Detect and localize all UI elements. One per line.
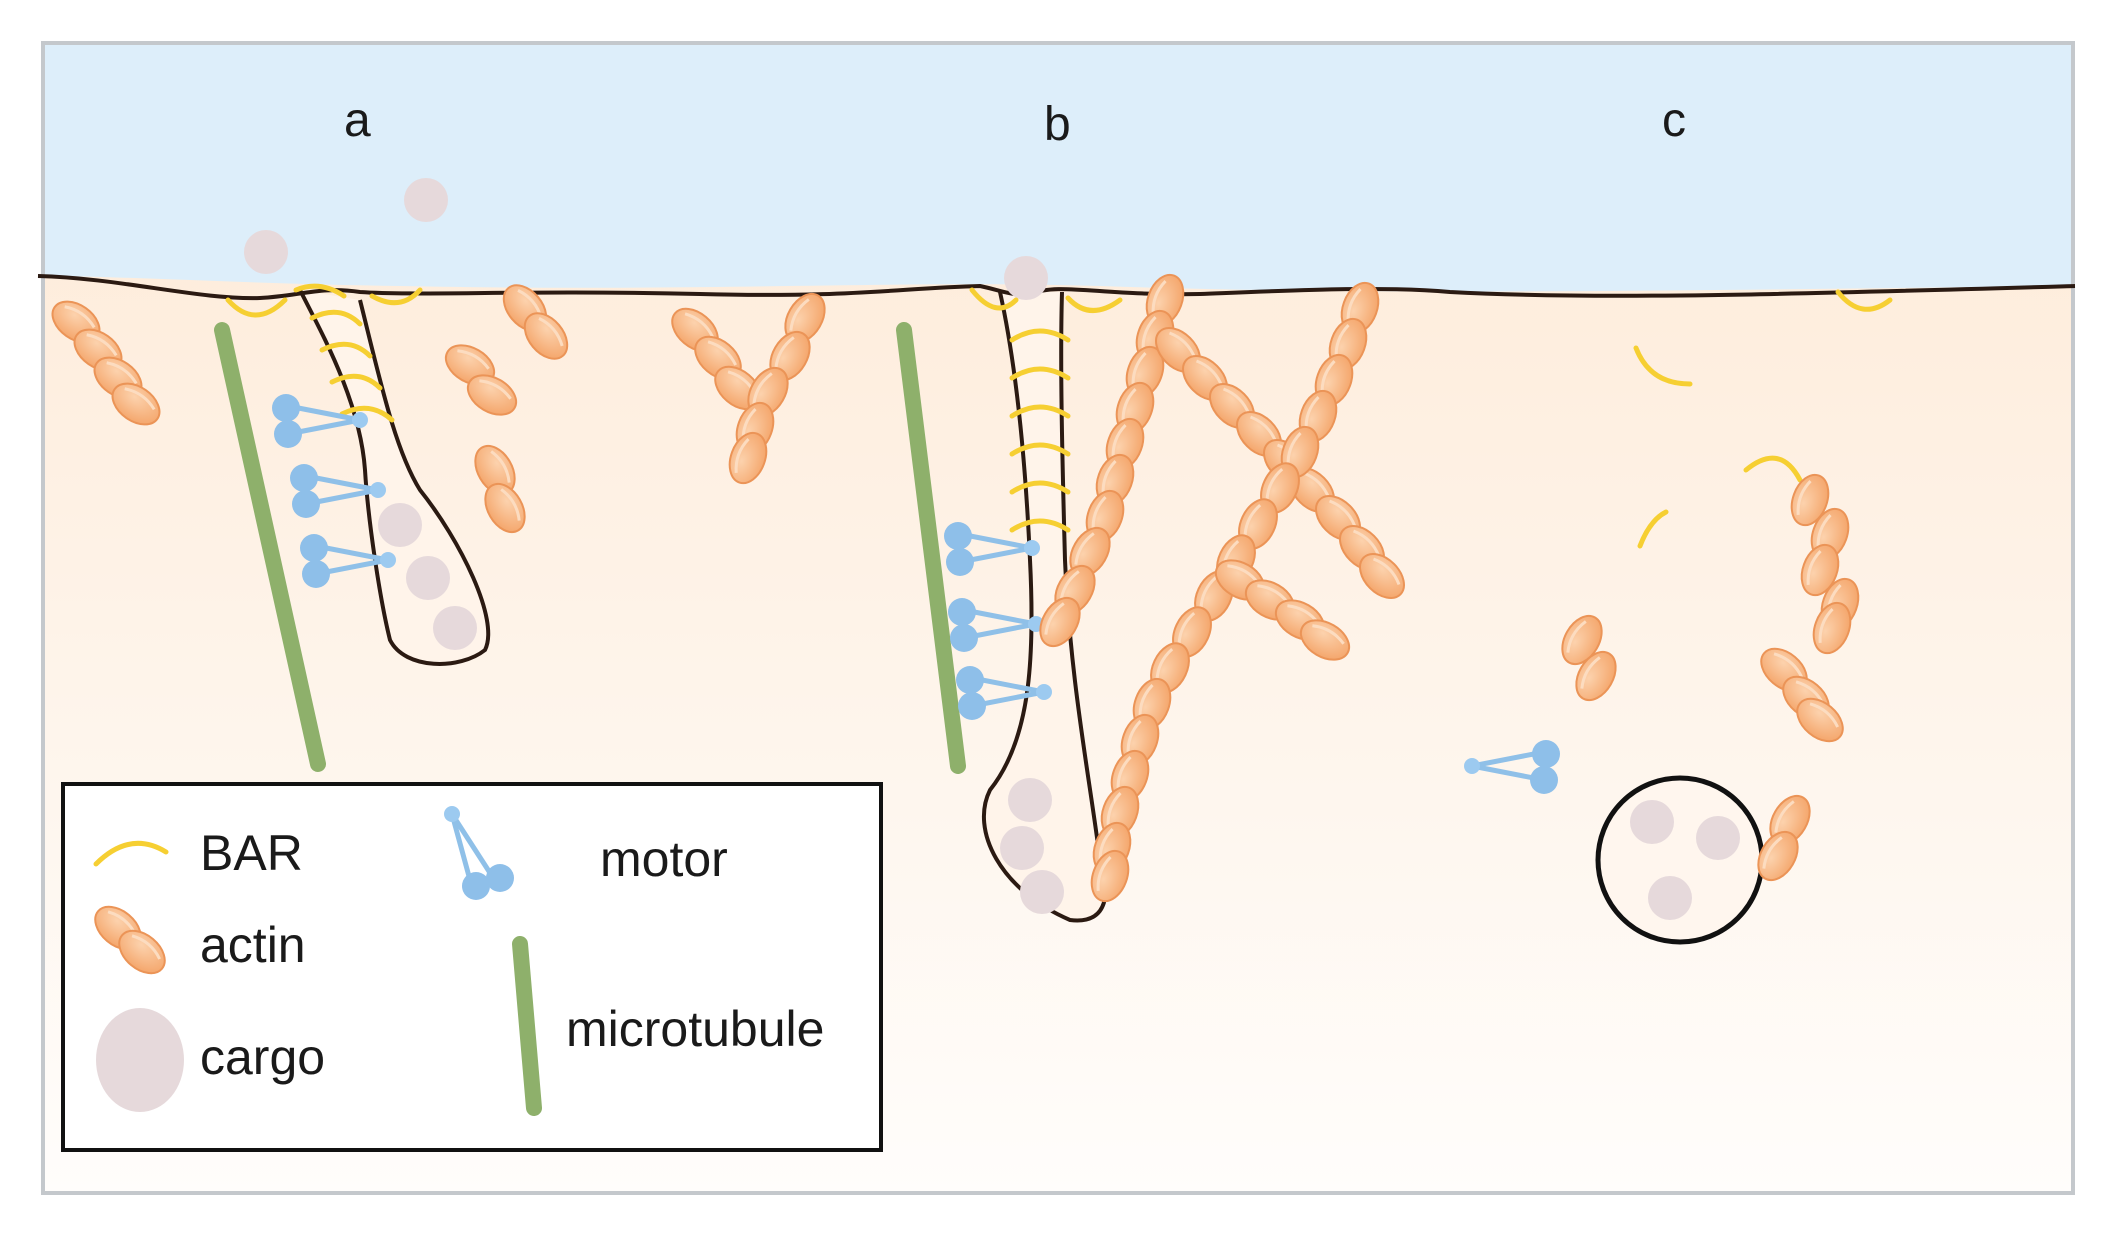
panel-label-b: b: [1044, 98, 1071, 151]
legend-label-motor: motor: [600, 831, 728, 887]
extracellular-space: [45, 45, 2071, 292]
panel-label-c: c: [1662, 94, 1686, 147]
microtubule-a: [214, 322, 326, 772]
motor-icon: [444, 806, 514, 900]
legend: BAR actin cargo motor microtubule: [61, 782, 883, 1152]
legend-box: [61, 782, 883, 1152]
microtubule-icon: [512, 936, 542, 1116]
panel-label-a: a: [344, 94, 371, 147]
panel-b: [896, 256, 1414, 914]
microtubule-b: [896, 322, 966, 774]
vesicle-c: [1595, 775, 1765, 945]
panel-a: [43, 178, 835, 772]
legend-label-cargo: cargo: [200, 1029, 325, 1085]
cargo-icon: [96, 1008, 184, 1112]
legend-label-microtubule: microtubule: [566, 1001, 824, 1057]
bar-b: [969, 287, 1123, 533]
legend-label-actin: actin: [200, 917, 306, 973]
plasma-membrane: [37, 274, 2076, 301]
bar-c: [1633, 289, 1893, 549]
panel-c: [1464, 289, 1893, 945]
cargo-b-outside: [1004, 256, 1048, 300]
bar-a: [225, 283, 423, 423]
bar-icon: [93, 840, 169, 867]
legend-label-bar: BAR: [200, 825, 303, 881]
